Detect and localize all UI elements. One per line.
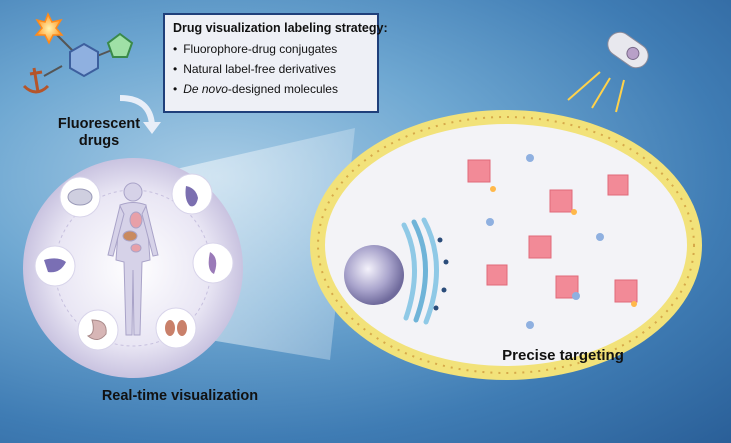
precise-targeting-label: Precise targeting: [502, 347, 624, 364]
kidney-icon: [155, 307, 197, 349]
release-arrows: [567, 71, 625, 113]
fluorescent-drugs-label: Fluorescent drugs: [57, 116, 141, 149]
real-time-visualization-label: Real-time visualization: [101, 388, 259, 404]
pentagon-group-icon: [106, 32, 134, 58]
star-fluorophore-icon: [34, 12, 64, 45]
drug-molecule: [486, 154, 637, 329]
strategy-item: Fluorophore-drug conjugates: [173, 39, 369, 59]
anchor-icon: [22, 67, 50, 94]
strategy-list: Fluorophore-drug conjugates Natural labe…: [173, 39, 369, 99]
curved-arrow: [119, 95, 155, 126]
organ-circle: [23, 158, 243, 378]
strategy-title: Drug visualization labeling strategy:: [173, 21, 388, 35]
drug-target: [467, 159, 638, 303]
strategy-item: De novo-designed molecules: [173, 79, 369, 99]
hexagon-core-icon: [69, 42, 99, 78]
fluorescent-drug-molecule: [22, 12, 134, 94]
spleen-icon: [192, 242, 234, 284]
golgi-apparatus: [401, 217, 449, 325]
nucleus: [344, 245, 404, 305]
capsule-icon: [607, 31, 649, 69]
strategy-item: Natural label-free derivatives: [173, 59, 369, 79]
heart-icon: [171, 173, 213, 215]
brain-icon: [59, 176, 101, 218]
cell: [310, 110, 702, 380]
liver-icon: [34, 245, 76, 287]
human-figure: [107, 182, 159, 336]
stomach-icon: [77, 309, 119, 351]
labeling-strategy-box: Drug visualization labeling strategy: Fl…: [163, 13, 388, 113]
curved-arrow-head: [143, 122, 161, 134]
